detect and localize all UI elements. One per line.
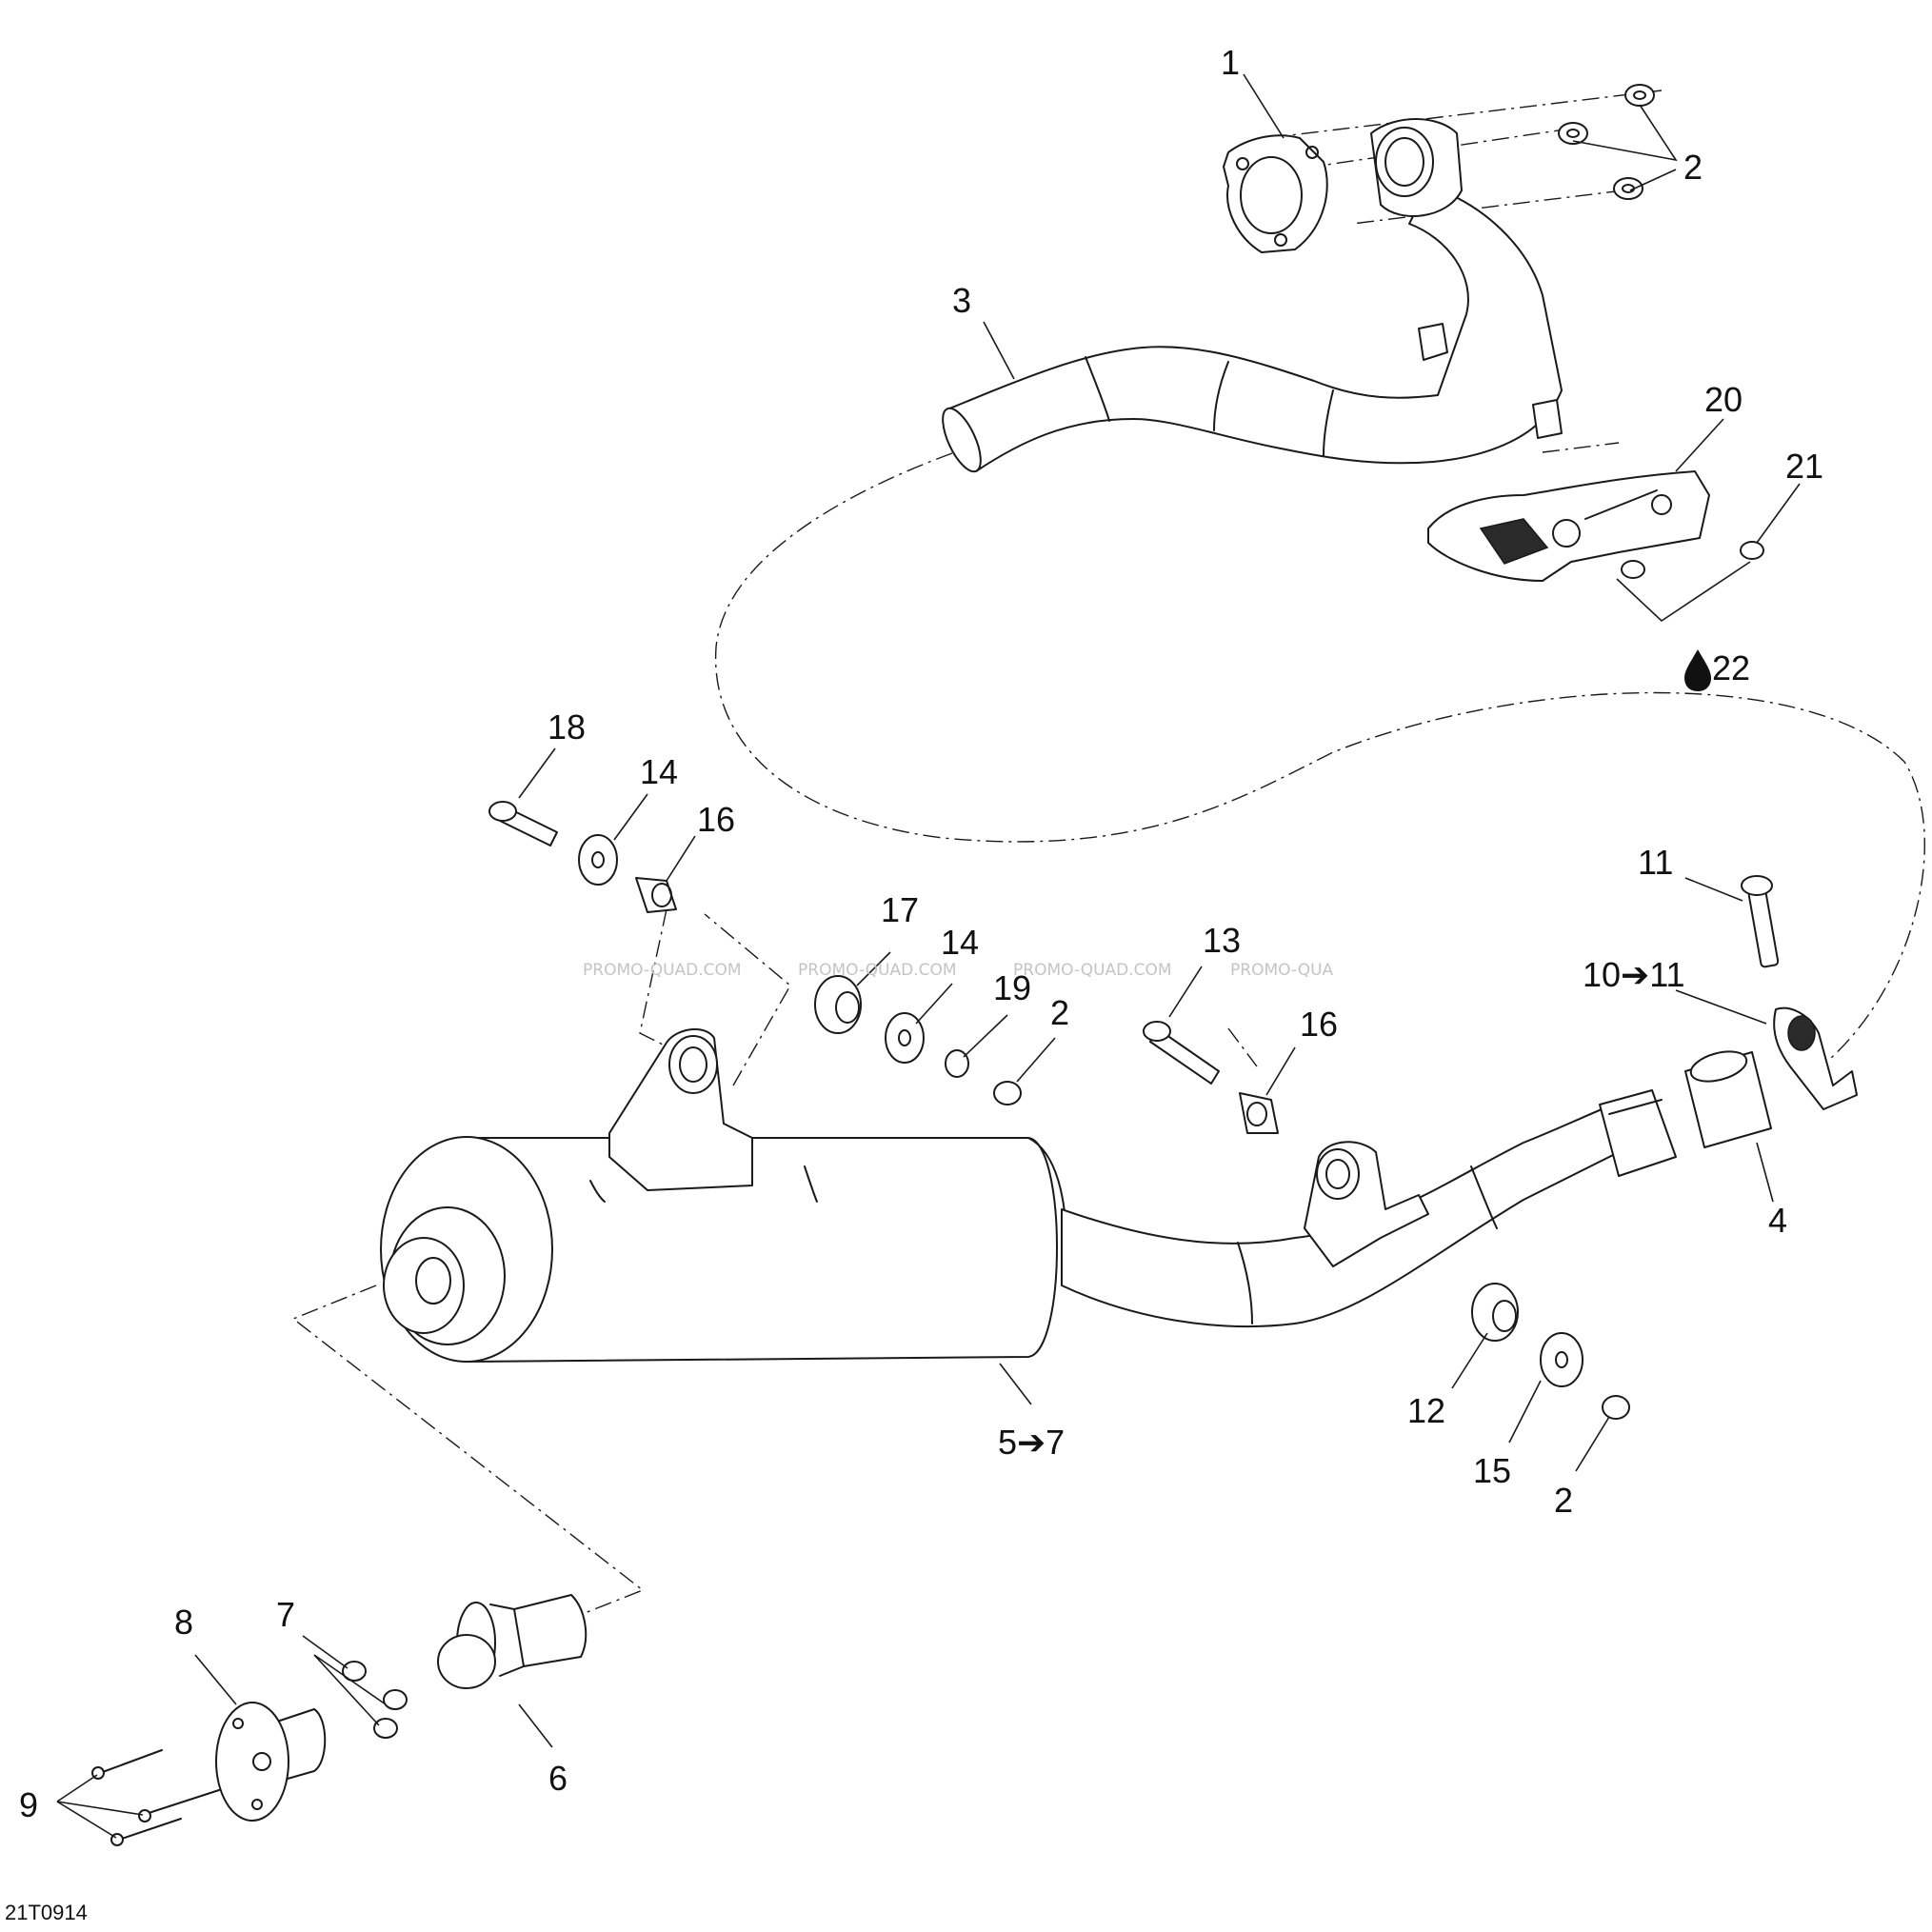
pipe-hardware bbox=[1143, 1021, 1279, 1134]
callout-19: 19 bbox=[993, 968, 1031, 1007]
callout-7: 7 bbox=[276, 1595, 295, 1634]
exhaust-gasket bbox=[1223, 134, 1328, 253]
callout-2-mid: 2 bbox=[1050, 993, 1069, 1032]
shield-screws bbox=[1621, 541, 1764, 579]
callout-13: 13 bbox=[1203, 921, 1241, 960]
muffler-hardware-mid bbox=[814, 975, 1022, 1105]
callout-8: 8 bbox=[174, 1603, 193, 1642]
drawing-number: 21T0914 bbox=[5, 1901, 88, 1924]
callouts: 1 2 3 20 21 22 18 14 16 17 14 19 2 13 16… bbox=[19, 43, 1823, 1824]
callout-5-7: 5➔7 bbox=[998, 1423, 1065, 1462]
mid-pipe bbox=[1061, 1089, 1677, 1328]
exhaust-clamp bbox=[1741, 875, 1858, 1110]
arrestor-screws bbox=[342, 1661, 408, 1739]
drop-icon bbox=[1684, 649, 1711, 691]
callout-17: 17 bbox=[881, 890, 919, 929]
pipe-hardware-lower bbox=[1471, 1283, 1630, 1420]
callout-4: 4 bbox=[1768, 1201, 1787, 1240]
assembly-lines bbox=[291, 90, 1925, 1639]
header-pipe bbox=[942, 118, 1563, 473]
end-cap-bolts bbox=[91, 1749, 220, 1846]
watermark-2: PROMO-QUAD.COM bbox=[798, 961, 957, 980]
watermark-1: PROMO-QUAD.COM bbox=[583, 961, 742, 980]
flange-nuts-top bbox=[1558, 84, 1655, 200]
callout-18: 18 bbox=[548, 707, 586, 747]
callout-3: 3 bbox=[952, 281, 971, 320]
callout-21: 21 bbox=[1785, 447, 1823, 486]
pipe-sleeve bbox=[1684, 1050, 1772, 1148]
heat-shield bbox=[1427, 470, 1710, 582]
watermark-4: PROMO-QUA bbox=[1230, 961, 1334, 980]
callout-14-mid: 14 bbox=[941, 923, 979, 962]
callout-2-top: 2 bbox=[1683, 148, 1703, 187]
end-cap bbox=[215, 1702, 327, 1822]
callout-20: 20 bbox=[1704, 380, 1743, 419]
muffler bbox=[380, 1027, 1067, 1363]
callout-14-left: 14 bbox=[640, 752, 678, 791]
callout-11: 11 bbox=[1638, 843, 1673, 882]
callout-9: 9 bbox=[19, 1785, 38, 1824]
callout-6: 6 bbox=[548, 1759, 568, 1798]
muffler-hardware-left bbox=[488, 801, 677, 913]
callout-10-11: 10➔11 bbox=[1583, 955, 1685, 994]
watermarks: PROMO-QUAD.COM PROMO-QUAD.COM PROMO-QUAD… bbox=[583, 961, 1334, 980]
callout-16-left: 16 bbox=[697, 800, 735, 839]
callout-12: 12 bbox=[1407, 1391, 1445, 1430]
spark-arrestor bbox=[437, 1594, 588, 1689]
callout-2-bottom: 2 bbox=[1554, 1481, 1573, 1520]
callout-22: 22 bbox=[1712, 648, 1750, 687]
callout-16-right: 16 bbox=[1300, 1005, 1338, 1044]
callout-15: 15 bbox=[1473, 1451, 1511, 1490]
callout-1: 1 bbox=[1221, 43, 1240, 82]
watermark-3: PROMO-QUAD.COM bbox=[1013, 961, 1172, 980]
leader-lines bbox=[56, 73, 1801, 1839]
